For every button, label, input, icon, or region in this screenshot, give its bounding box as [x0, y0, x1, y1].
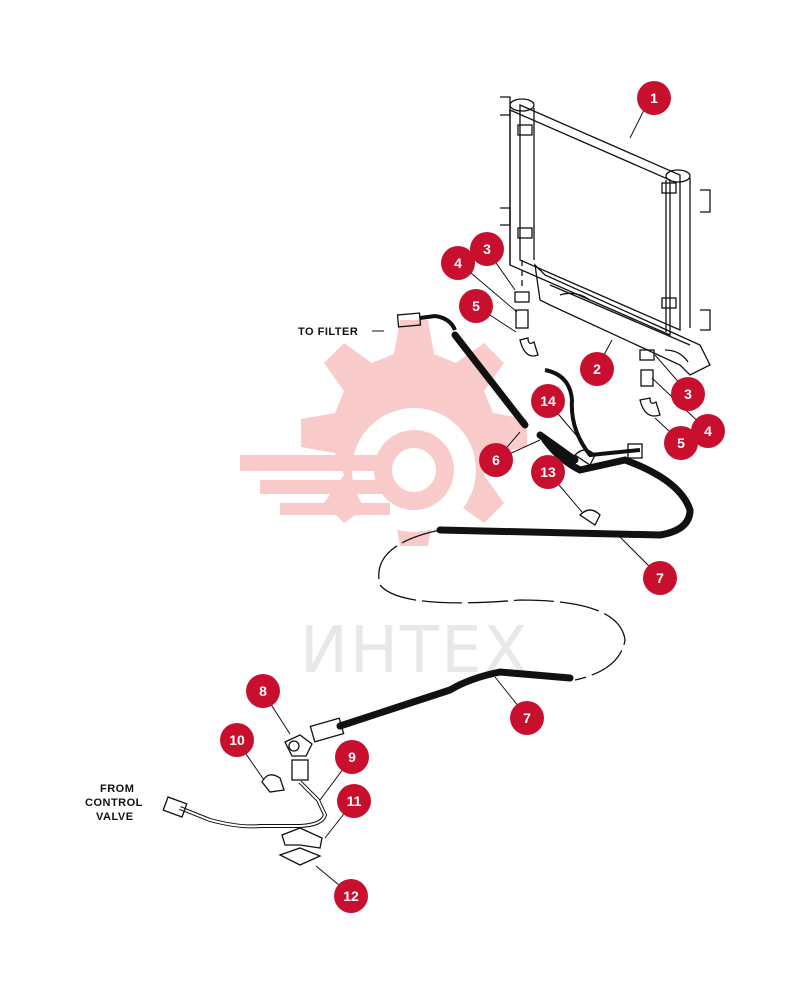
callout-4-left: 4 — [441, 246, 475, 280]
svg-text:7: 7 — [656, 570, 664, 586]
oil-cooler — [500, 96, 711, 336]
svg-text:4: 4 — [704, 423, 712, 439]
callout-10: 10 — [220, 723, 254, 757]
callout-13: 13 — [531, 455, 565, 489]
callout-5-left: 5 — [459, 289, 493, 323]
callout-12: 12 — [334, 879, 368, 913]
callout-14: 14 — [531, 384, 565, 418]
svg-text:14: 14 — [540, 393, 556, 409]
callout-2: 2 — [580, 352, 614, 386]
callout-1: 1 — [637, 81, 671, 115]
dashed-continuation — [378, 529, 626, 681]
clamp-plate-12 — [278, 847, 322, 866]
hose-upper — [436, 368, 694, 539]
svg-text:2: 2 — [593, 361, 601, 377]
clamp-plate-11 — [281, 827, 323, 849]
callout-5-right: 5 — [664, 426, 698, 460]
callout-11: 11 — [337, 784, 371, 818]
callout-3-left: 3 — [470, 232, 504, 266]
callout-4-right: 4 — [691, 414, 725, 448]
svg-text:8: 8 — [259, 683, 267, 699]
svg-text:12: 12 — [343, 888, 359, 904]
svg-text:9: 9 — [348, 749, 356, 765]
mounting-bracket — [534, 263, 711, 376]
label-from: FROM — [100, 783, 134, 795]
callout-6: 6 — [479, 443, 513, 477]
fittings-left — [514, 260, 539, 357]
label-control: CONTROL — [85, 797, 143, 809]
watermark-gear-logo — [240, 320, 527, 546]
label-valve: VALVE — [96, 811, 134, 823]
callout-7-upper: 7 — [643, 561, 677, 595]
svg-text:3: 3 — [684, 386, 692, 402]
clamp-10 — [261, 774, 285, 793]
callout-7-lower: 7 — [510, 701, 544, 735]
svg-text:11: 11 — [347, 793, 362, 809]
svg-text:5: 5 — [472, 298, 480, 314]
svg-text:6: 6 — [492, 452, 500, 468]
svg-text:13: 13 — [540, 464, 556, 480]
watermark-text: ИНТЕХ — [300, 614, 529, 688]
tube-from-control-valve — [162, 759, 328, 829]
label-to-filter: TO FILTER — [298, 326, 358, 338]
svg-text:1: 1 — [650, 90, 658, 106]
elbow-fitting — [284, 734, 313, 757]
hose-lower — [309, 668, 574, 743]
callout-9: 9 — [335, 740, 369, 774]
callout-3-right: 3 — [671, 377, 705, 411]
svg-text:7: 7 — [523, 710, 531, 726]
svg-text:3: 3 — [483, 241, 491, 257]
svg-text:5: 5 — [677, 435, 685, 451]
svg-text:10: 10 — [229, 732, 245, 748]
svg-text:4: 4 — [454, 255, 462, 271]
fittings-right — [639, 349, 661, 417]
callout-8: 8 — [246, 674, 280, 708]
